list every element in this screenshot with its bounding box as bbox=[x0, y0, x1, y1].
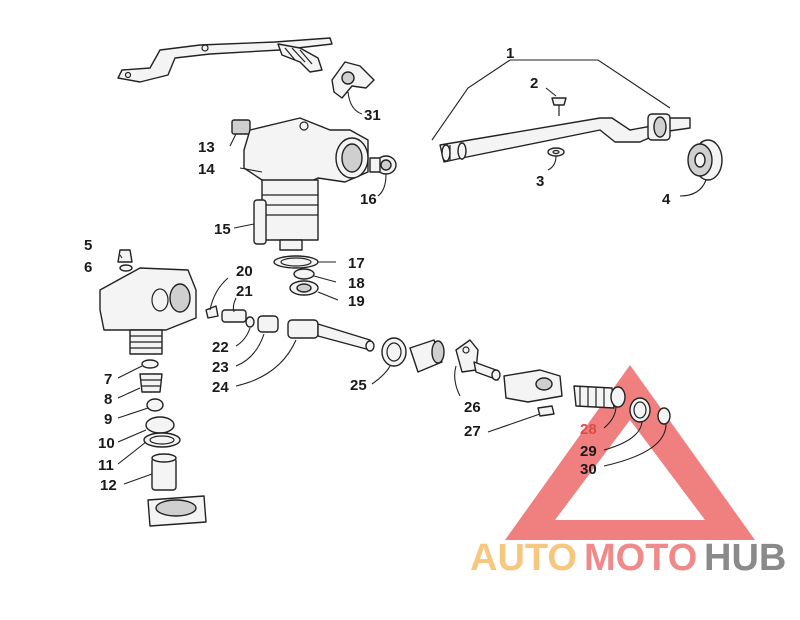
watermark-word-hub: HUB bbox=[704, 537, 786, 579]
callout-22: 22 bbox=[212, 339, 229, 356]
shaft-assembly bbox=[205, 305, 445, 373]
watermark-word-auto: AUTO bbox=[470, 537, 577, 579]
part-31-bracket bbox=[331, 61, 375, 115]
callout-21: 21 bbox=[236, 283, 253, 300]
callout-27: 27 bbox=[464, 423, 481, 440]
callout-28: 28 bbox=[580, 421, 597, 438]
callout-16: 16 bbox=[360, 191, 377, 208]
callout-29: 29 bbox=[580, 443, 597, 460]
callout-15: 15 bbox=[214, 221, 231, 238]
callout-11: 11 bbox=[98, 457, 114, 474]
callout-9: 9 bbox=[104, 411, 112, 428]
callout-24: 24 bbox=[212, 379, 229, 396]
fuel-rail-assembly bbox=[431, 59, 723, 181]
callout-30: 30 bbox=[580, 461, 597, 478]
spring-and-rings-28-30 bbox=[573, 385, 671, 425]
callout-6: 6 bbox=[84, 259, 92, 276]
throttle-lever-part bbox=[117, 37, 333, 83]
callout-4: 4 bbox=[662, 191, 671, 208]
callout-19: 19 bbox=[348, 293, 365, 310]
callout-31: 31 bbox=[364, 107, 381, 124]
callout-7: 7 bbox=[104, 371, 112, 388]
callout-labels: 1 2 3 4 5 6 7 8 9 10 11 12 13 14 15 16 1… bbox=[84, 45, 671, 494]
part-26-lever-pin bbox=[455, 339, 501, 381]
callout-10: 10 bbox=[98, 435, 115, 452]
leader-lines bbox=[117, 87, 707, 485]
watermark-word-moto: MOTO bbox=[584, 537, 697, 579]
callout-8: 8 bbox=[104, 391, 112, 408]
right-bracket-assembly bbox=[503, 369, 563, 417]
callout-23: 23 bbox=[212, 359, 229, 376]
callout-14: 14 bbox=[198, 161, 215, 178]
callout-25: 25 bbox=[350, 377, 367, 394]
callout-12: 12 bbox=[100, 477, 117, 494]
callout-5: 5 bbox=[84, 237, 92, 254]
watermark-logo-text: AUTO MOTO HUB bbox=[470, 537, 786, 579]
callout-18: 18 bbox=[348, 275, 365, 292]
callout-1: 1 bbox=[506, 45, 514, 62]
callout-13: 13 bbox=[198, 139, 215, 156]
watermark-logo-triangle bbox=[505, 365, 755, 540]
callout-17: 17 bbox=[348, 255, 365, 272]
callout-20: 20 bbox=[236, 263, 253, 280]
callout-2: 2 bbox=[530, 75, 538, 92]
throttle-body-assembly bbox=[231, 117, 397, 251]
callout-3: 3 bbox=[536, 173, 544, 190]
injector-housing-assembly bbox=[99, 249, 207, 527]
callout-26: 26 bbox=[464, 399, 481, 416]
seal-stack-17-19 bbox=[273, 255, 319, 296]
